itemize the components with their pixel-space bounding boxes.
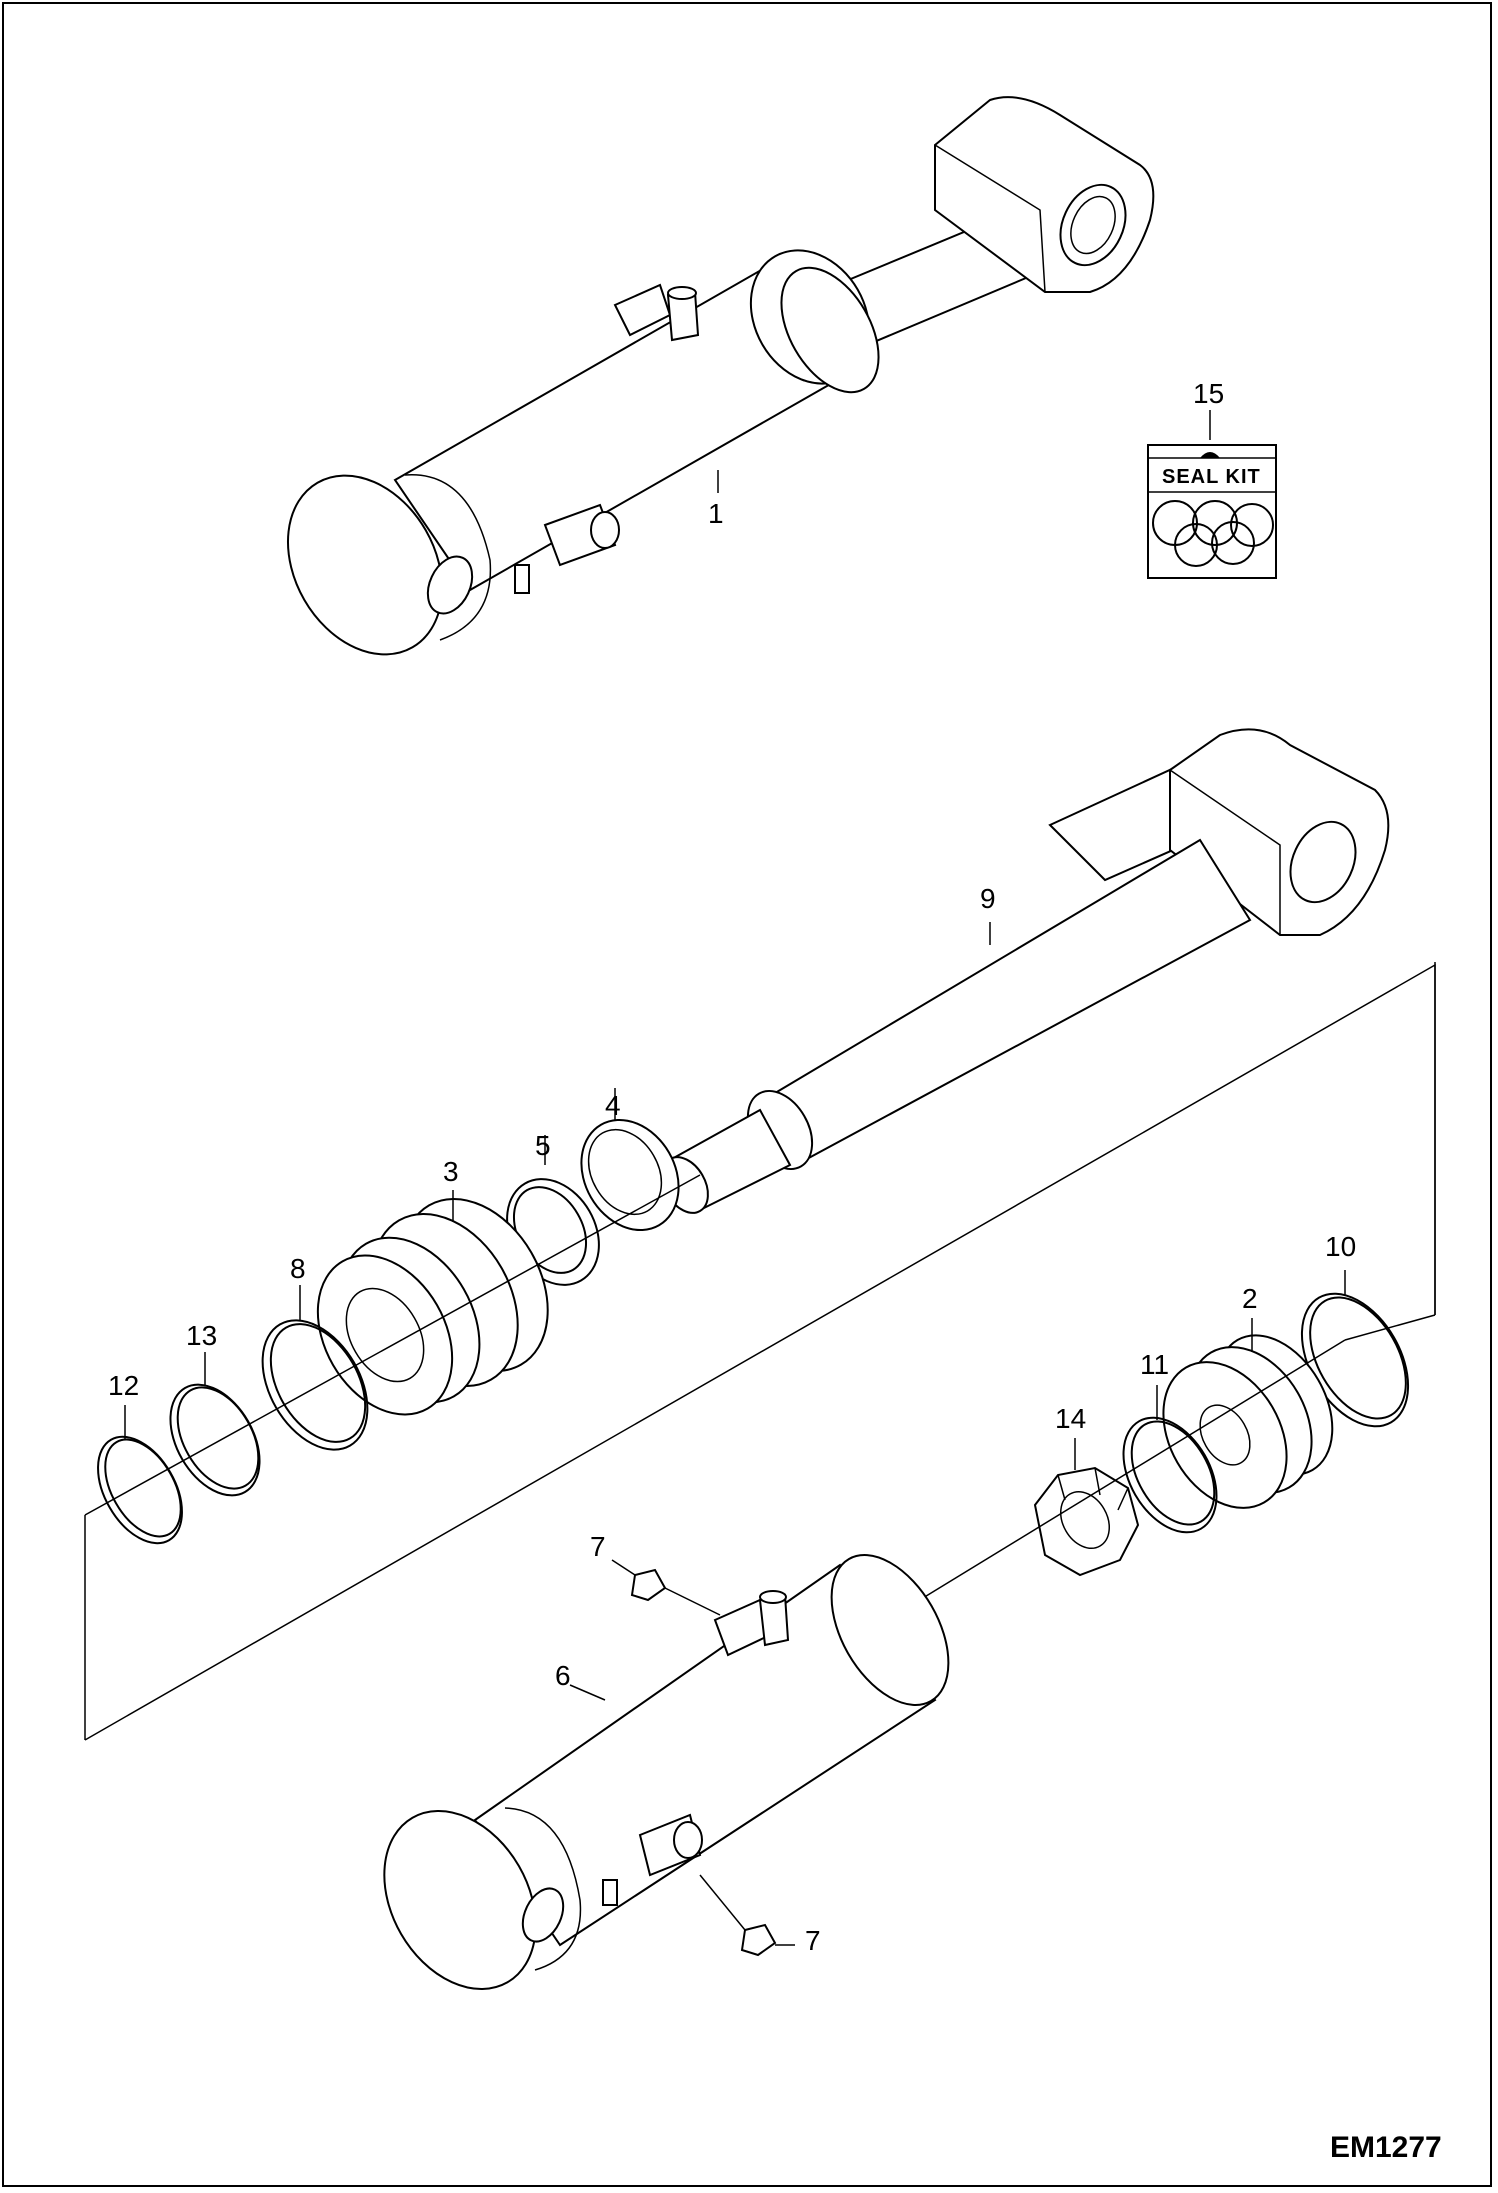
wear-ring-4 (580, 1118, 680, 1232)
callout-1: 1 (708, 498, 724, 529)
explode-axis-lower (899, 1339, 1346, 1613)
figure-id: EM1277 (1330, 2131, 1442, 2164)
fitting-7-lower (699, 1874, 777, 1957)
seal-kit-package (1147, 444, 1277, 579)
barrel-6 (383, 1554, 950, 1991)
callout-2: 2 (1242, 1283, 1258, 1314)
callout-7-lower: 7 (805, 1925, 821, 1956)
piston-3 (316, 1197, 549, 1416)
rod (661, 728, 1390, 1214)
o-ring-8 (261, 1319, 369, 1451)
o-ring-12 (97, 1435, 183, 1545)
explode-axis-upper (84, 1174, 701, 1516)
callout-8: 8 (290, 1253, 306, 1284)
callout-14: 14 (1055, 1403, 1086, 1434)
callout-10: 10 (1325, 1231, 1356, 1262)
fitting-7-upper (630, 1568, 721, 1616)
o-ring-13 (169, 1383, 261, 1497)
callout-9: 9 (980, 883, 996, 914)
callout-7a-leader (611, 1559, 636, 1576)
callout-15: 15 (1193, 378, 1224, 409)
callout-3: 3 (443, 1156, 459, 1187)
assembled-cylinder (286, 96, 1155, 656)
callout-13: 13 (186, 1320, 217, 1351)
seal-kit-label: SEAL KIT (1162, 466, 1261, 488)
callout-6: 6 (555, 1660, 571, 1691)
seal-kit-rings-icon (1152, 500, 1274, 567)
head-2 (1162, 1334, 1334, 1509)
callout-7-upper: 7 (590, 1531, 606, 1562)
o-ring-11 (1122, 1416, 1218, 1534)
callout-6-leader (569, 1684, 606, 1701)
callout-5: 5 (535, 1130, 551, 1161)
callout-4: 4 (605, 1090, 621, 1121)
callout-11: 11 (1140, 1349, 1169, 1380)
callout-12: 12 (108, 1370, 139, 1401)
nut-14 (1033, 1466, 1140, 1577)
